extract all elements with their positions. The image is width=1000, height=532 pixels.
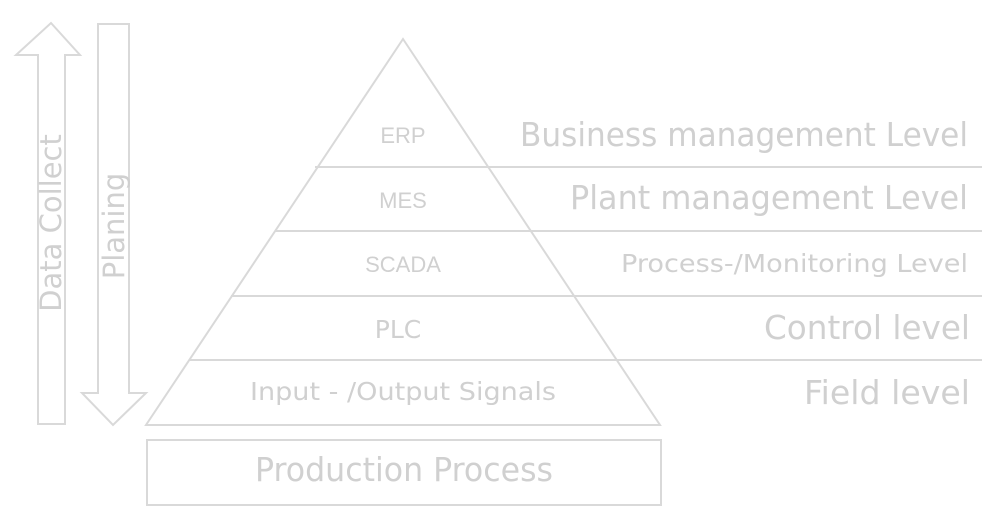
tier-system-scada: SCADA — [365, 252, 441, 277]
tier-system-io-signals: Input - /Output Signals — [250, 377, 556, 406]
tier-system-erp: ERP — [380, 123, 425, 148]
tier-level-plant: Plant management Level — [570, 178, 968, 217]
tier-system-mes: MES — [379, 188, 427, 213]
tier-level-process-monitoring: Process-/Monitoring Level — [621, 249, 968, 278]
production-process-box — [146, 439, 662, 506]
planing-label: Planing — [97, 173, 131, 280]
arrow-up-icon — [13, 21, 83, 425]
tier-level-control: Control level — [764, 308, 970, 347]
data-collect-label: Data Collect — [34, 134, 68, 312]
tier-system-plc: PLC — [375, 315, 421, 344]
production-process-label: Production Process — [255, 450, 553, 489]
tier-level-field: Field level — [804, 373, 970, 412]
tier-level-business: Business management Level — [520, 115, 968, 154]
arrow-down-icon — [79, 23, 149, 427]
